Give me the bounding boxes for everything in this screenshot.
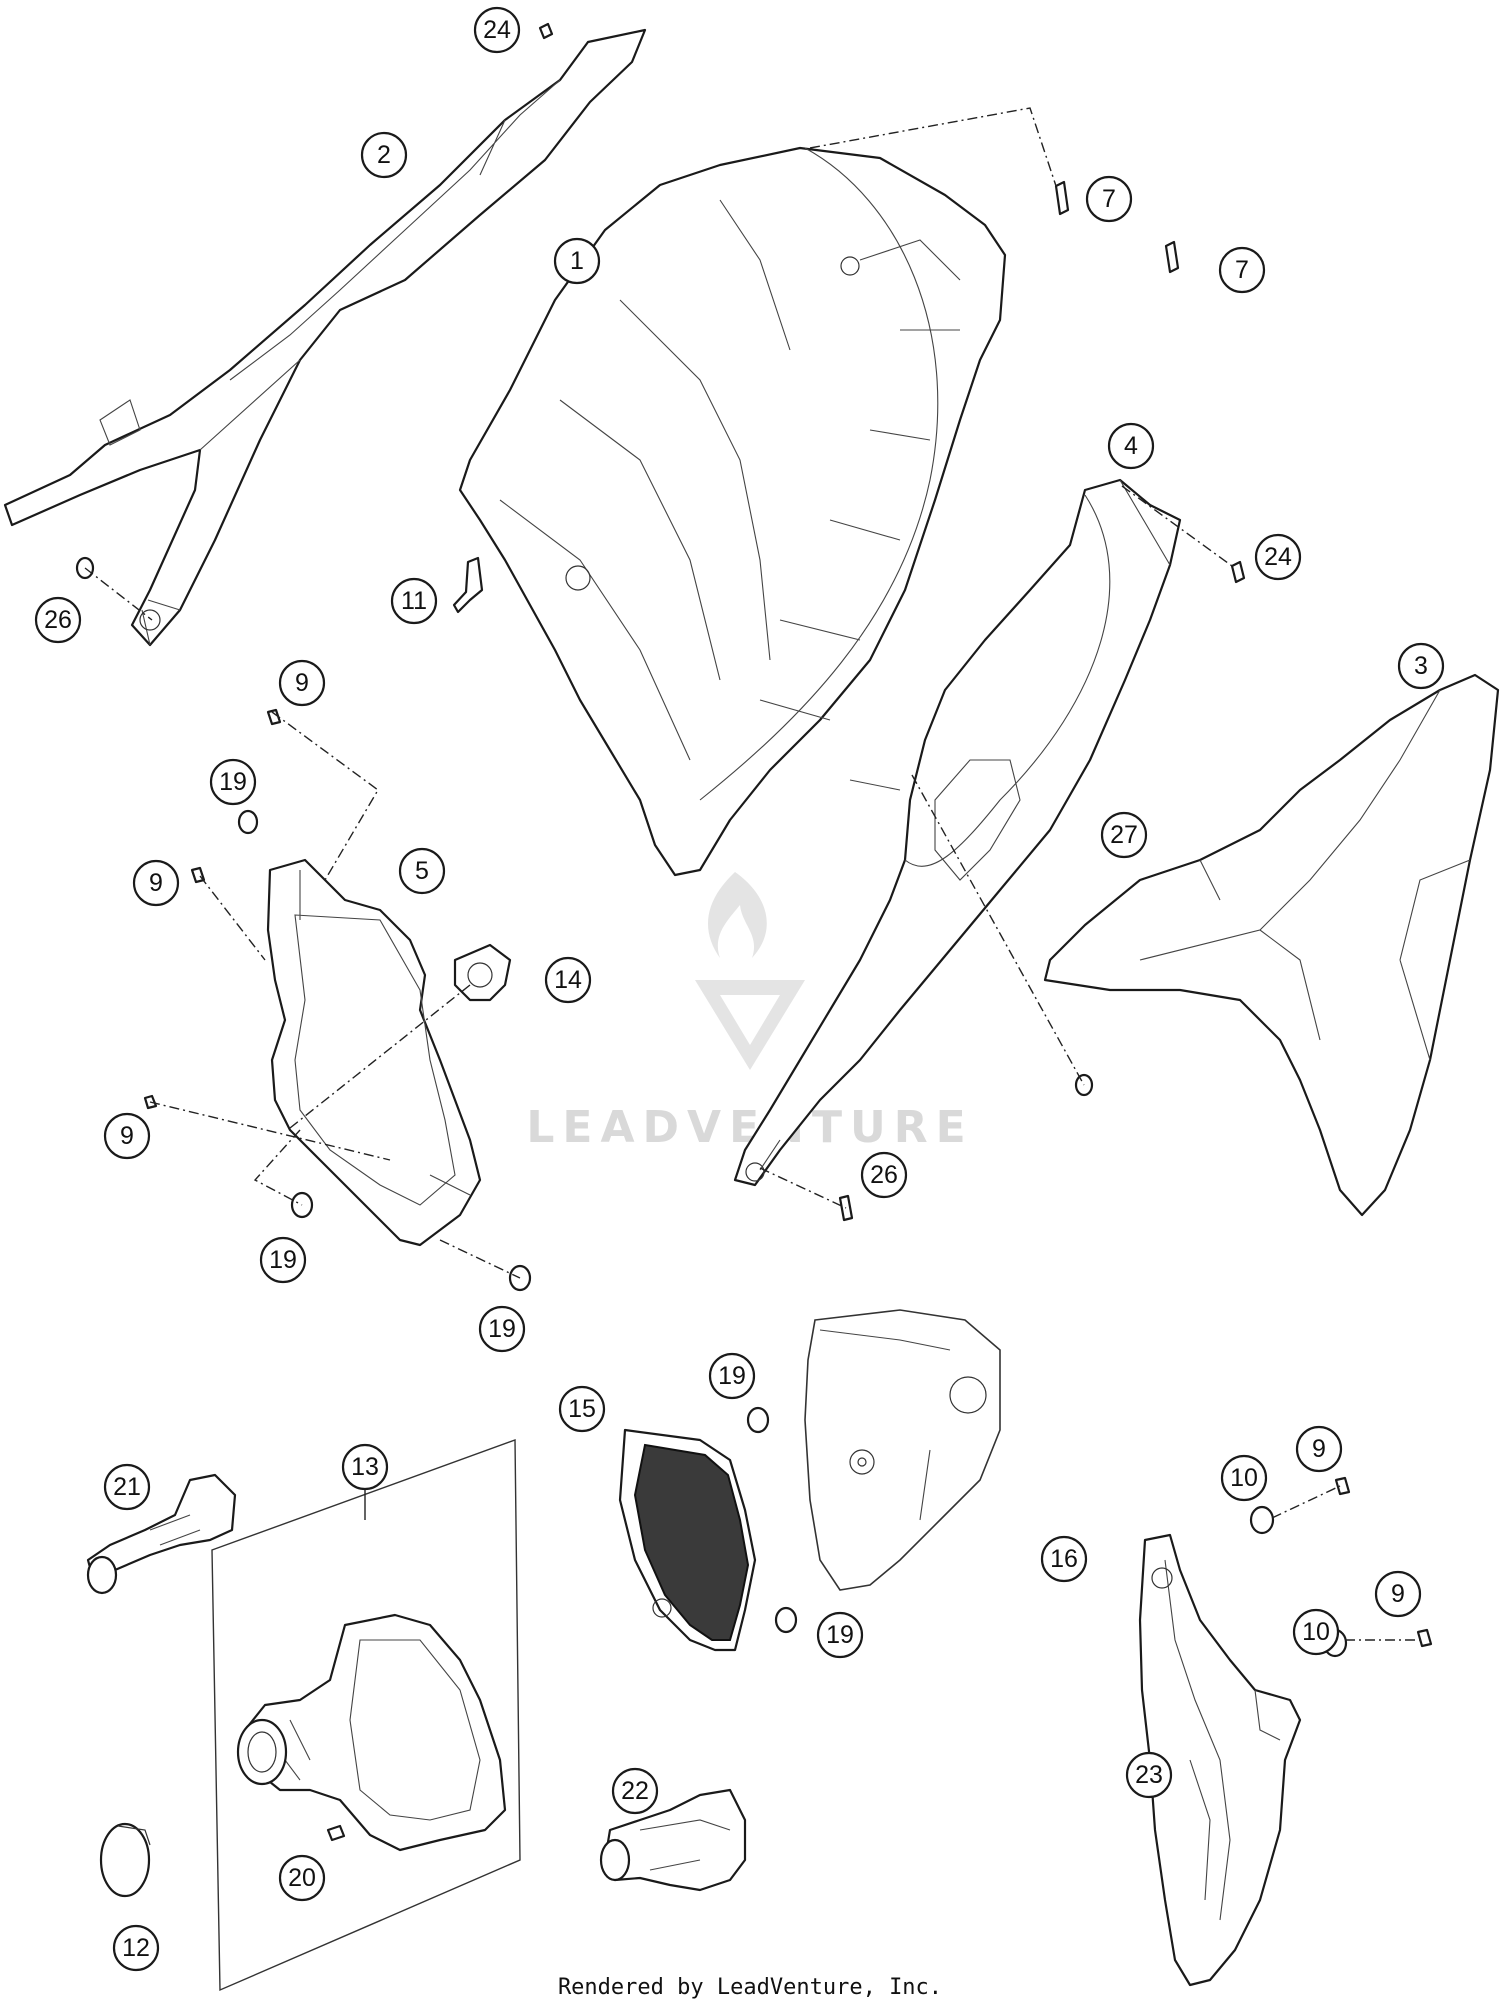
part-15-air-filter — [618, 1428, 757, 1652]
callout-7b-label: 7 — [1235, 256, 1249, 284]
callout-20-label: 20 — [288, 1864, 316, 1892]
callout-4: 4 — [1107, 422, 1155, 470]
callout-10b-label: 10 — [1302, 1618, 1330, 1646]
callout-15-label: 15 — [568, 1395, 596, 1423]
callout-19e-label: 19 — [826, 1621, 854, 1649]
callout-9c: 9 — [103, 1112, 151, 1160]
callout-21-label: 21 — [113, 1473, 141, 1501]
callout-4-label: 4 — [1124, 432, 1138, 460]
callout-5: 5 — [398, 847, 446, 895]
callout-9d: 9 — [1295, 1425, 1343, 1473]
watermark: LEADVENTURE — [526, 872, 973, 1153]
callout-9c-label: 9 — [120, 1122, 134, 1150]
callout-9d-label: 9 — [1312, 1435, 1326, 1463]
callout-14-label: 14 — [554, 966, 582, 994]
callout-10a: 10 — [1220, 1454, 1268, 1502]
callout-9b: 9 — [132, 859, 180, 907]
callout-20: 20 — [278, 1854, 326, 1902]
part-5-filter-cage — [266, 858, 482, 1247]
callout-24a: 24 — [473, 6, 521, 54]
callout-19d: 19 — [708, 1352, 756, 1400]
part-11-clip — [452, 556, 484, 614]
callout-24b-label: 24 — [1264, 543, 1292, 571]
part-12-hose-clamp — [99, 1822, 151, 1898]
callout-1: 1 — [553, 237, 601, 285]
callout-22-label: 22 — [621, 1777, 649, 1805]
part-22-intake-boot — [599, 1788, 747, 1892]
callout-19a: 19 — [209, 758, 257, 806]
callout-3-label: 3 — [1414, 652, 1428, 680]
callout-9a-label: 9 — [295, 669, 309, 697]
callout-21: 21 — [103, 1463, 151, 1511]
callout-26a: 26 — [34, 596, 82, 644]
callout-9e-label: 9 — [1391, 1580, 1405, 1608]
callout-10b: 10 — [1292, 1608, 1340, 1656]
callout-2-label: 2 — [377, 141, 391, 169]
callout-19b-label: 19 — [269, 1246, 297, 1274]
callout-9b-label: 9 — [149, 869, 163, 897]
callout-13-label: 13 — [351, 1453, 379, 1481]
part-1-airbox-frame — [458, 146, 1007, 877]
callout-7a-label: 7 — [1102, 185, 1116, 213]
callout-7a: 7 — [1085, 175, 1133, 223]
callout-3: 3 — [1397, 642, 1445, 690]
watermark-flame-icon — [708, 872, 767, 958]
callout-24a-label: 24 — [483, 16, 511, 44]
part-21-intake-tube — [86, 1473, 237, 1595]
callout-12-label: 12 — [122, 1934, 150, 1962]
callout-10a-label: 10 — [1230, 1464, 1258, 1492]
callout-2: 2 — [360, 131, 408, 179]
part-2-left-side-cover — [3, 28, 647, 647]
part-20-screw — [326, 1824, 346, 1842]
callout-12: 12 — [112, 1924, 160, 1972]
callout-19e: 19 — [816, 1611, 864, 1659]
callout-16: 16 — [1040, 1535, 1088, 1583]
callout-14: 14 — [544, 956, 592, 1004]
part-4-right-side-cover — [733, 478, 1182, 1187]
watermark-v-icon — [695, 980, 805, 1070]
callout-26a-label: 26 — [44, 606, 72, 634]
callout-22: 22 — [611, 1767, 659, 1815]
callout-15: 15 — [558, 1385, 606, 1433]
callout-11-label: 11 — [401, 587, 427, 615]
callout-7b: 7 — [1218, 246, 1266, 294]
callout-19c: 19 — [478, 1305, 526, 1353]
callout-26b-label: 26 — [870, 1161, 898, 1189]
callout-27: 27 — [1100, 811, 1148, 859]
callout-9e: 9 — [1374, 1570, 1422, 1618]
callout-27-label: 27 — [1110, 821, 1138, 849]
part-14-connector — [453, 943, 512, 1002]
leader-lines — [84, 107, 1422, 1641]
callout-19a-label: 19 — [219, 768, 247, 796]
callout-13: 13 — [341, 1443, 389, 1491]
callout-26b: 26 — [860, 1151, 908, 1199]
callout-9a: 9 — [278, 659, 326, 707]
callout-5-label: 5 — [415, 857, 429, 885]
callout-24b: 24 — [1254, 533, 1302, 581]
callout-23: 23 — [1125, 1751, 1173, 1799]
callout-23-label: 23 — [1135, 1761, 1163, 1789]
callout-19c-label: 19 — [488, 1315, 516, 1343]
part-3-side-number-plate — [1043, 673, 1500, 1217]
part-16-filter-cover — [804, 1309, 1001, 1591]
callout-16-label: 16 — [1050, 1545, 1078, 1573]
part-13-airbox-housing — [236, 1613, 507, 1852]
callout-11: 11 — [390, 577, 438, 625]
callout-19d-label: 19 — [718, 1362, 746, 1390]
watermark-text: LEADVENTURE — [526, 1102, 973, 1153]
callout-19b: 19 — [259, 1236, 307, 1284]
callout-1-label: 1 — [570, 247, 584, 275]
render-credit: Rendered by LeadVenture, Inc. — [557, 1975, 943, 2000]
